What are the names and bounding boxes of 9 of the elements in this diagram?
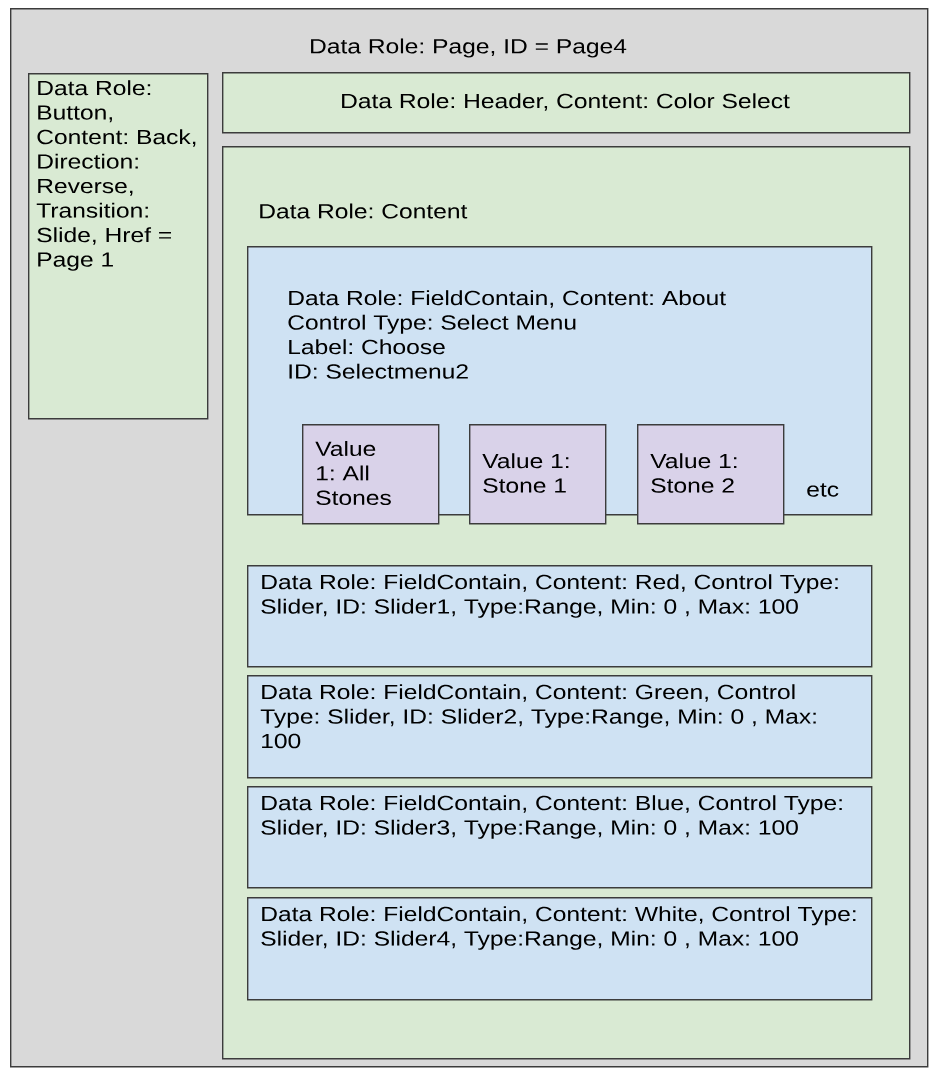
field-box: Data Role: FieldContain, Content: White, Control Type: Slider, ID: Slider4, Type:Range, Min: 0 , Max: 100 (247, 897, 873, 1001)
field-box: Data Role: FieldContain, Content: Blue, Control Type: Slider, ID: Slider3, Type:Range, Min: 0 , Max: 100 (247, 786, 873, 889)
header-box: Data Role: Header, Content: Color Select (222, 72, 911, 134)
field-box: Data Role: FieldContain, Content: Red, Control Type: Slider, ID: Slider1, Type:Range, Min: 0 , Max: 100 (247, 565, 873, 668)
value-box: Value 1: All Stones (302, 424, 440, 525)
field-box: Data Role: FieldContain, Content: Green, Control Type: Slider, ID: Slider2, Type:Range, Min: 0 , Max: 100 (247, 675, 873, 779)
value-box: Value 1: Stone 2 (637, 424, 785, 525)
value-box: Value 1: Stone 1 (469, 424, 607, 525)
button-box: Data Role: Button, Content: Back, Direction: Reverse, Transition: Slide, Href = Page 1 (28, 73, 209, 420)
